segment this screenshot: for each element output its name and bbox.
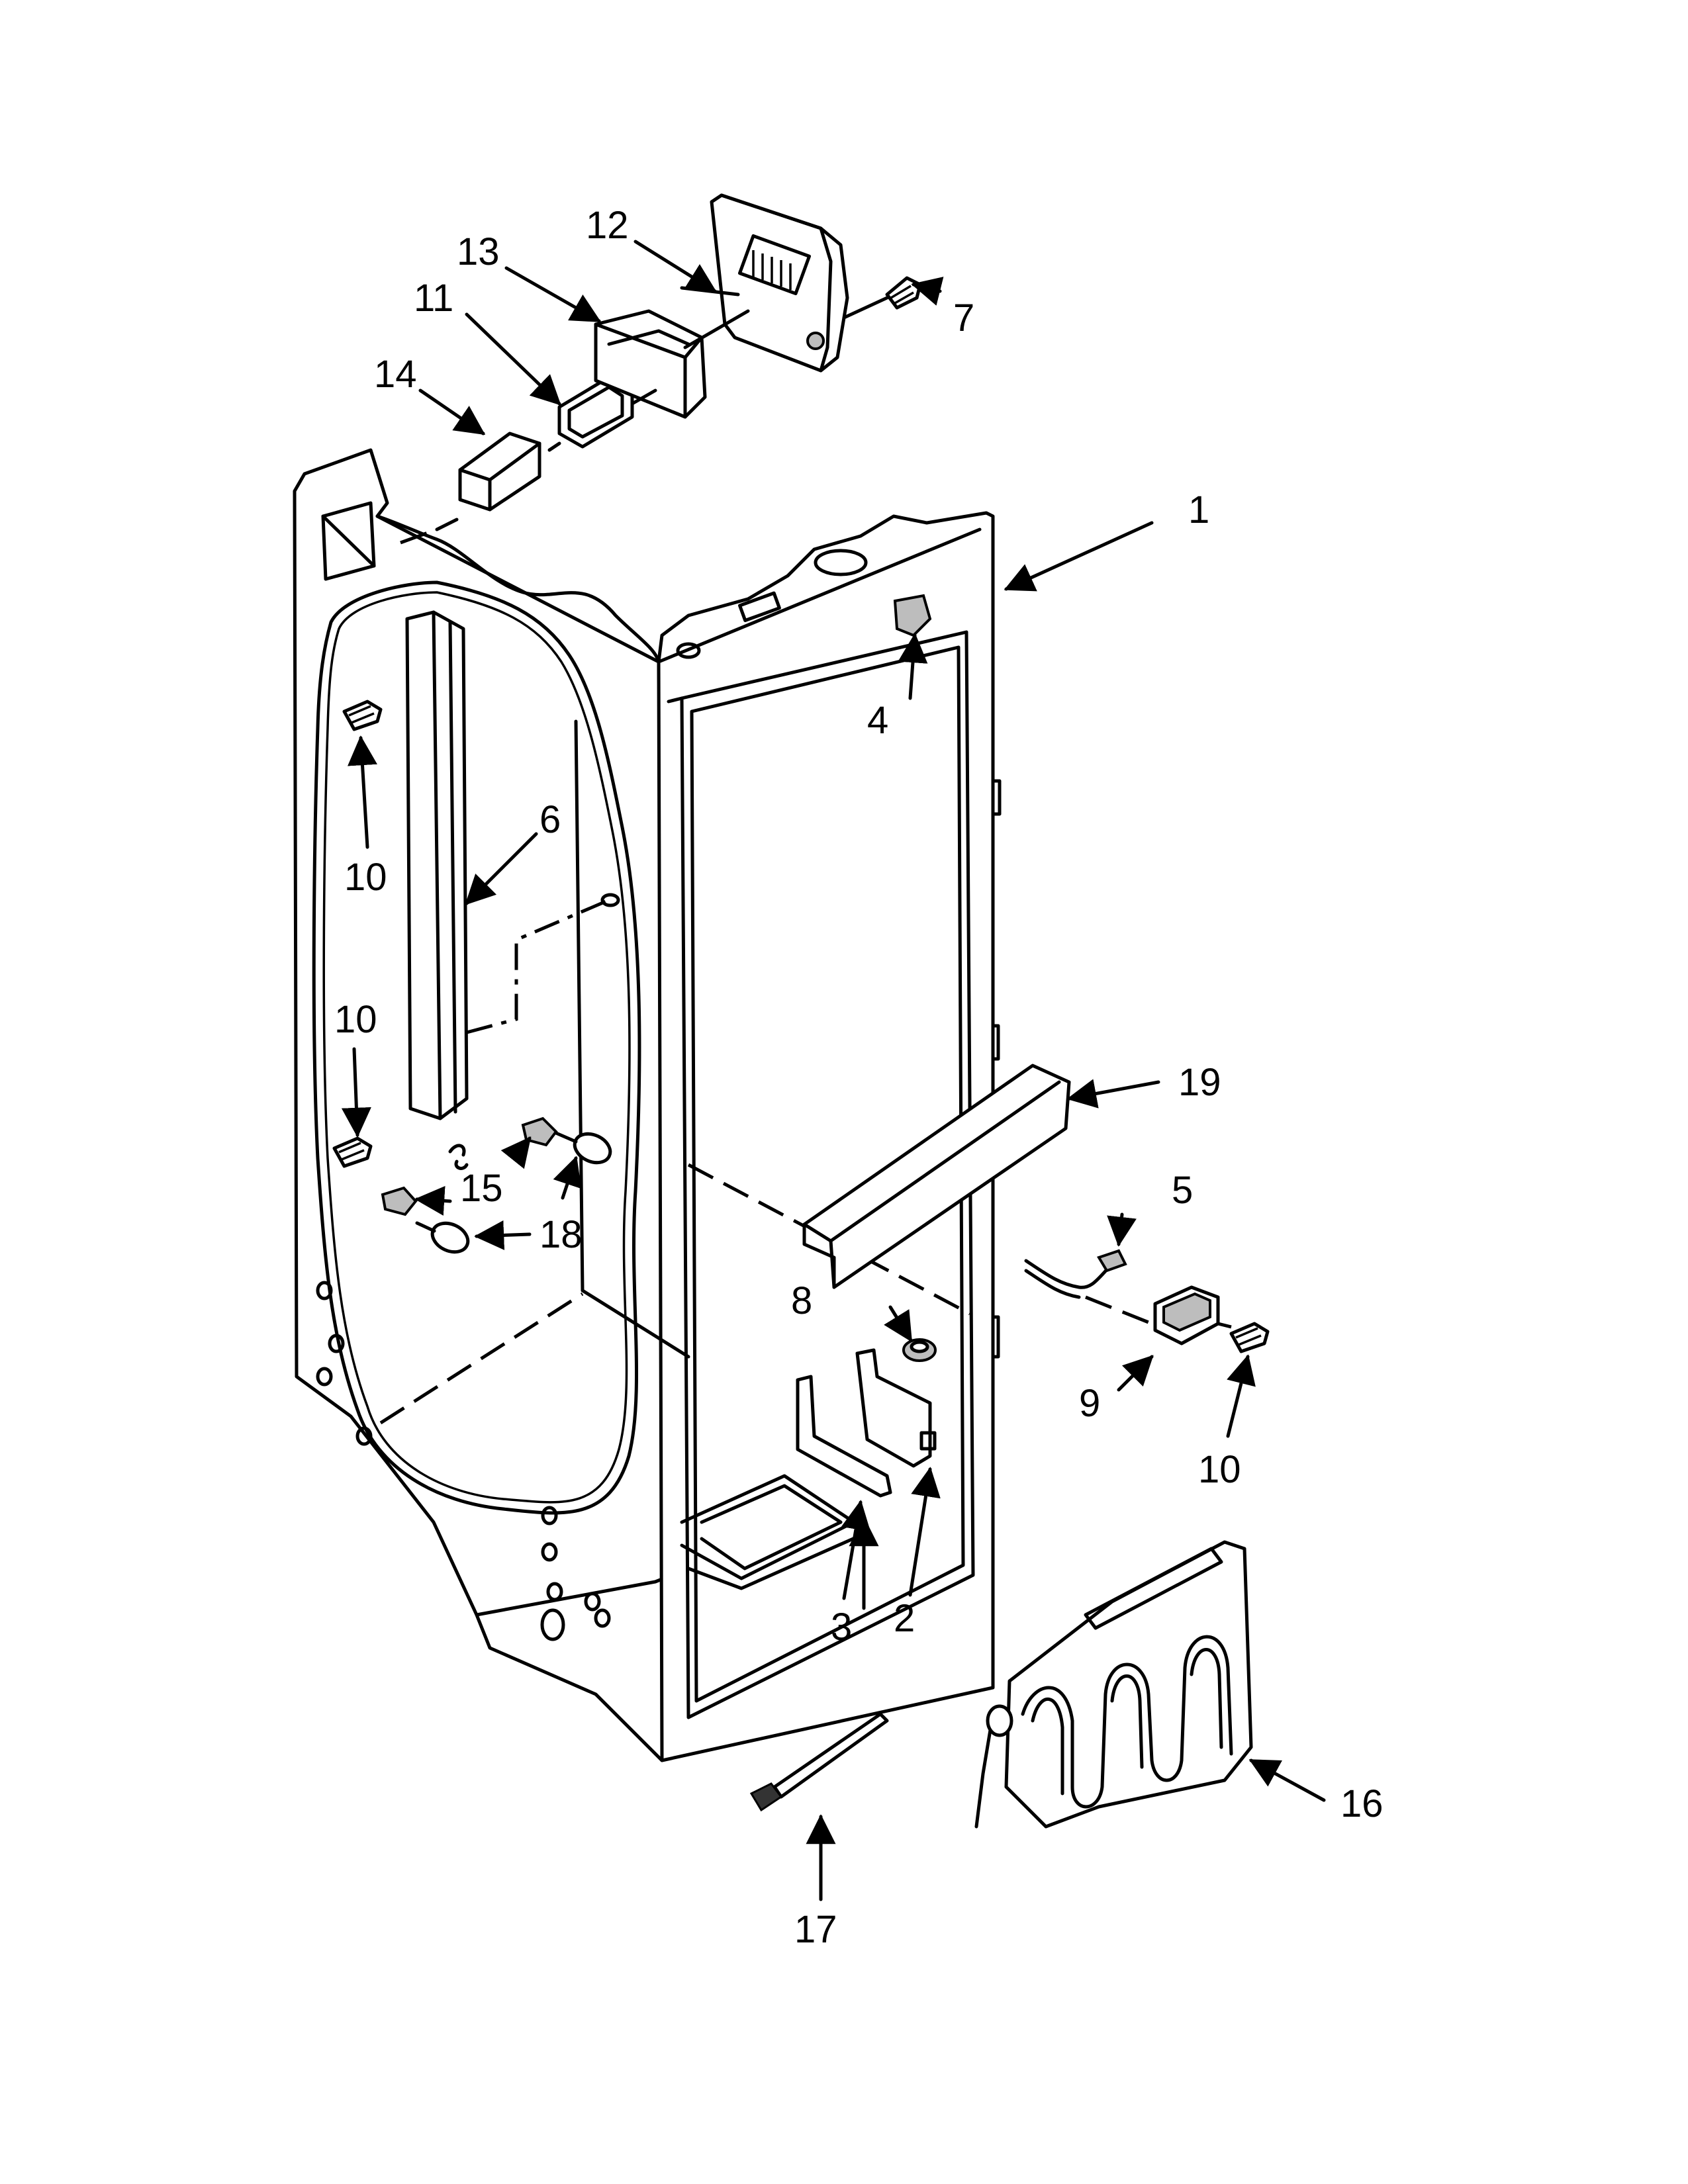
label-part-7: 7 (953, 296, 974, 340)
label-part-18: 18 (539, 1213, 583, 1256)
label-part-13: 13 (457, 230, 500, 273)
screw-10-right (1229, 1322, 1270, 1353)
clip (893, 594, 932, 637)
label-part-8: 8 (791, 1279, 812, 1322)
label-part-6: 6 (539, 798, 561, 841)
wire-clip (448, 1144, 469, 1170)
light-switch (1153, 1285, 1232, 1345)
light-bulb-upper (554, 1131, 612, 1165)
defrost-heater (974, 1540, 1253, 1829)
callout-labels: 1 2 3 4 5 6 7 8 9 10 10 10 11 12 13 14 1… (334, 204, 1383, 1951)
label-part-17: 17 (794, 1908, 837, 1951)
air-duct-housing (547, 309, 707, 452)
label-part-4: 4 (867, 699, 888, 742)
label-part-15: 15 (460, 1167, 503, 1210)
light-bulb-lower (415, 1221, 470, 1254)
label-part-16: 16 (1340, 1782, 1383, 1825)
label-part-19: 19 (1178, 1061, 1221, 1104)
cabinet-liner (293, 448, 1002, 1762)
grommet (902, 1338, 937, 1362)
brackets (796, 1348, 937, 1498)
crisper-cover-trim (802, 1064, 1071, 1289)
label-part-14: 14 (374, 353, 417, 396)
shelf-ladder-rail (405, 610, 620, 1120)
wire-harness (1024, 1249, 1152, 1326)
label-part-5: 5 (1172, 1169, 1193, 1212)
label-part-12: 12 (586, 204, 629, 247)
label-part-9: 9 (1079, 1382, 1100, 1425)
screw-10-upper (342, 700, 383, 731)
label-part-3: 3 (831, 1606, 852, 1649)
screw-10-lower (332, 1136, 373, 1168)
label-part-10b: 10 (334, 998, 377, 1041)
leader-lines (341, 240, 1326, 1901)
light-socket-lower (381, 1186, 418, 1216)
label-part-1: 1 (1188, 488, 1209, 531)
control-housing (400, 432, 541, 545)
label-part-2: 2 (894, 1597, 915, 1640)
label-part-10a: 10 (344, 856, 387, 899)
label-part-10c: 10 (1198, 1448, 1241, 1491)
label-part-11: 11 (414, 277, 453, 320)
screw-7 (842, 276, 922, 320)
cable-tie (749, 1712, 889, 1812)
control-cover (680, 193, 849, 373)
